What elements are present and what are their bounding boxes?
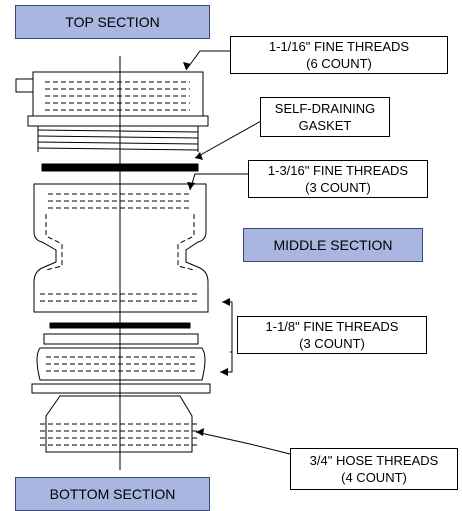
middle-threads-line2: (3 COUNT) — [305, 180, 371, 195]
gasket-line2: GASKET — [298, 118, 352, 133]
top-section-label: TOP SECTION — [15, 5, 210, 39]
top-threads-line2: (6 COUNT) — [306, 56, 372, 71]
gasket-callout: SELF-DRAINING GASKET — [260, 97, 390, 137]
hose-threads-line1: 3/4" HOSE THREADS — [309, 453, 439, 468]
top-threads-line1: 1-1/16" FINE THREADS — [268, 39, 410, 54]
gasket-line1: SELF-DRAINING — [274, 101, 376, 116]
lower-threads-line2: (3 COUNT) — [299, 336, 365, 351]
lower-gasket-bar — [49, 322, 191, 329]
lower-threads-callout: 1-1/8" FINE THREADS (3 COUNT) — [237, 316, 427, 354]
middle-section-drawing — [33, 183, 209, 313]
hose-threads-callout: 3/4" HOSE THREADS (4 COUNT) — [290, 448, 458, 490]
top-threads-callout: 1-1/16" FINE THREADS (6 COUNT) — [230, 36, 448, 74]
middle-threads-line1: 1-3/16" FINE THREADS — [267, 163, 409, 178]
leader-lines — [185, 50, 291, 455]
top-section-drawing — [15, 71, 209, 152]
bottom-section-label: BOTTOM SECTION — [15, 477, 210, 511]
hose-threads-line2: (4 COUNT) — [341, 470, 407, 485]
gasket-bar — [41, 163, 199, 172]
middle-threads-callout: 1-3/16" FINE THREADS (3 COUNT) — [248, 160, 428, 198]
lower-ring-drawing — [36, 333, 206, 381]
lower-threads-line1: 1-1/8" FINE THREADS — [265, 319, 399, 334]
bottom-section-drawing — [31, 383, 211, 453]
middle-section-label: MIDDLE SECTION — [243, 228, 423, 262]
leader-arrowheads — [183, 62, 230, 436]
